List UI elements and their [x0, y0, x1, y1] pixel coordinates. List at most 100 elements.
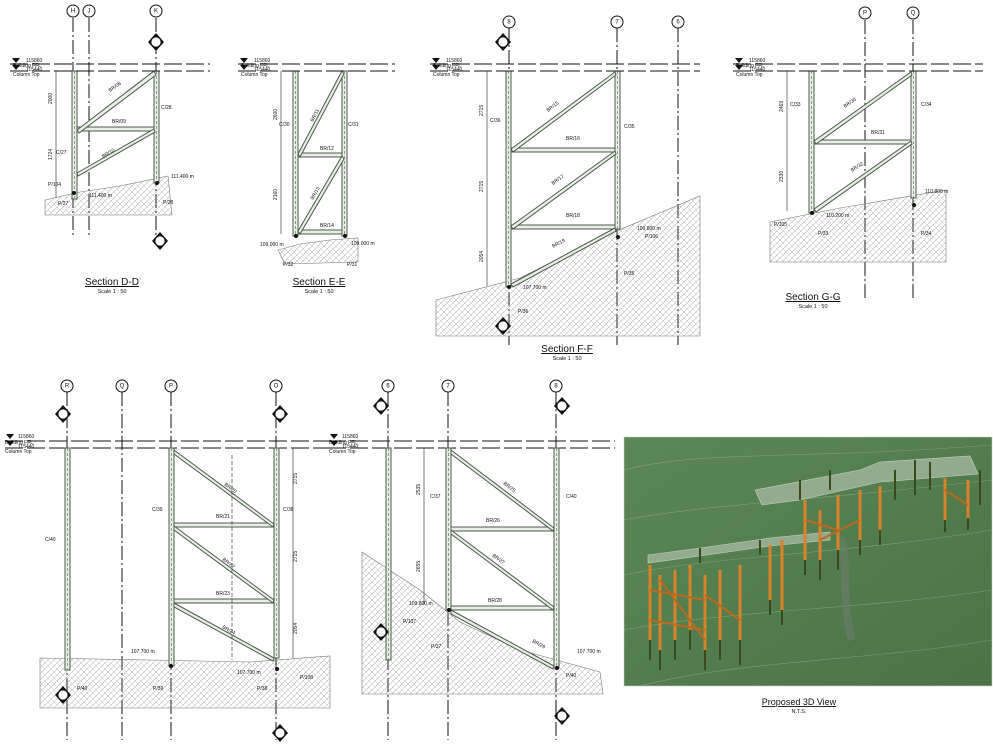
section-marker-6: [373, 397, 389, 641]
grid-label-q: Q: [120, 384, 125, 390]
label-br19: BR/19: [551, 238, 566, 250]
svg-text:Column Top: Column Top: [241, 72, 268, 78]
label-p104: P/104: [48, 182, 61, 188]
label-br23: BR/23: [216, 591, 230, 597]
section-marker-8: [554, 397, 570, 725]
deck-platform-left: [647, 531, 831, 564]
label-br17: BR/17: [551, 173, 566, 186]
brace-br26: [450, 526, 555, 532]
section-marker-top-d: [148, 33, 164, 51]
dim-f-1: 2715: [479, 105, 485, 116]
label-br14: BR/14: [320, 223, 334, 229]
label-c28: C/28: [161, 105, 172, 111]
section-marker-bottom-d: [152, 232, 168, 250]
label-br21: BR/21: [216, 514, 230, 520]
brace-br28: [450, 605, 555, 611]
svg-text:115860: 115860: [749, 58, 766, 64]
svg-text:115440: 115440: [254, 67, 271, 73]
model-scale: N.T.S.: [792, 709, 807, 715]
brace-br12: [297, 152, 343, 158]
brace-br24: [173, 602, 275, 662]
section-scale-g: Scale 1 : 50: [798, 304, 827, 310]
section-marker-bottom-f: [495, 317, 511, 335]
label-p39: P/39: [153, 686, 164, 692]
column-c27: [71, 70, 78, 200]
svg-text:Column Top: Column Top: [736, 72, 763, 78]
label-c34: C/34: [921, 102, 932, 108]
brace-br14: [297, 229, 343, 235]
svg-text:Column Top: Column Top: [5, 449, 32, 455]
label-p33: P/33: [818, 231, 829, 237]
svg-text:115440: 115440: [342, 444, 359, 450]
section-e-e: BR/11 BR/12 BR/13 BR/14 C/30 C/31 2600 2…: [260, 70, 375, 295]
label-br16: BR/16: [566, 136, 580, 142]
svg-text:115860: 115860: [446, 58, 463, 64]
label-p36: P/36: [518, 309, 529, 315]
brace-br17: [510, 150, 617, 230]
section-g-g: P Q BR/30 BR/31 BR/32 C/33 C/34 2469 233…: [769, 6, 948, 310]
grid-label-7-i: 7: [446, 384, 450, 390]
dim-f-2: 2715: [479, 181, 485, 192]
dim-h-2: 2715: [293, 551, 299, 562]
label-p28: P/28: [163, 200, 174, 206]
ground-section-g: [769, 189, 947, 263]
label-br09: BR/09: [112, 119, 126, 125]
grid-label-p: P: [169, 384, 173, 390]
section-marker-top-f: [495, 33, 511, 51]
brace-br09: [76, 126, 155, 132]
label-br26: BR/26: [486, 518, 500, 524]
brace-br22: [173, 525, 275, 604]
label-c40-left: C/40: [45, 537, 56, 543]
section-scale-e: Scale 1 : 50: [304, 289, 333, 295]
label-c38: C/38: [283, 507, 294, 513]
dim-g-1: 2469: [779, 101, 785, 112]
level-e-2: 109.000 m: [351, 241, 375, 247]
brace-br31: [813, 139, 912, 145]
svg-text:115440: 115440: [446, 67, 463, 73]
brace-br21: [173, 522, 275, 528]
svg-text:Building FFL: Building FFL: [5, 440, 33, 446]
ground-section-d: [44, 175, 173, 216]
brace-br15: [510, 71, 617, 153]
label-p40-right: P/40: [566, 673, 577, 679]
section-title-g: Section G-G: [785, 292, 840, 303]
dim-e-1: 2600: [273, 109, 279, 120]
ground-section-e: [277, 237, 359, 265]
section-title-e: Section E-E: [293, 277, 346, 288]
brace-br08: [76, 70, 157, 134]
label-br29: BR/29: [531, 639, 546, 651]
label-p107: P/107: [403, 619, 416, 625]
grid-label-8-f: 8: [507, 20, 511, 26]
grid-bubble-k: [149, 4, 163, 18]
brace-br13: [297, 155, 345, 235]
svg-text:Building FFL: Building FFL: [241, 63, 269, 69]
label-c36: C/36: [490, 118, 501, 124]
dim-h-1: 2715: [293, 473, 299, 484]
svg-text:Column Top: Column Top: [433, 72, 460, 78]
brace-br20: [173, 449, 275, 528]
label-p27: P/27: [58, 201, 69, 207]
svg-text:115440: 115440: [749, 67, 766, 73]
svg-text:Column Top: Column Top: [329, 449, 356, 455]
brace-br18: [510, 224, 616, 230]
grid-label-r: R: [65, 384, 70, 390]
section-title-f: Section F-F: [541, 344, 593, 355]
dim-d-1: 2000: [48, 93, 54, 104]
dim-f-3: 2054: [479, 251, 485, 262]
svg-text:115860: 115860: [26, 58, 43, 64]
grid-label-p-g: P: [863, 11, 867, 17]
label-c30: C/30: [279, 122, 290, 128]
label-br15: BR/15: [546, 100, 561, 113]
level-h-1: 107.700 m: [131, 649, 155, 655]
svg-text:115860: 115860: [254, 58, 271, 64]
section-d-d: H J K BR/08 BR/09 BR/10 C/28 C/27 2000 1…: [44, 4, 194, 295]
brace-br30: [813, 71, 913, 145]
label-c27: C/27: [56, 150, 67, 156]
column-c35: [614, 70, 621, 230]
section-marker-r: [55, 405, 71, 704]
grid-label-6-f: 6: [676, 20, 680, 26]
section-scale-f: Scale 1 : 50: [552, 356, 581, 362]
brace-br27: [450, 529, 555, 611]
grid-label-q-g: Q: [911, 11, 916, 17]
